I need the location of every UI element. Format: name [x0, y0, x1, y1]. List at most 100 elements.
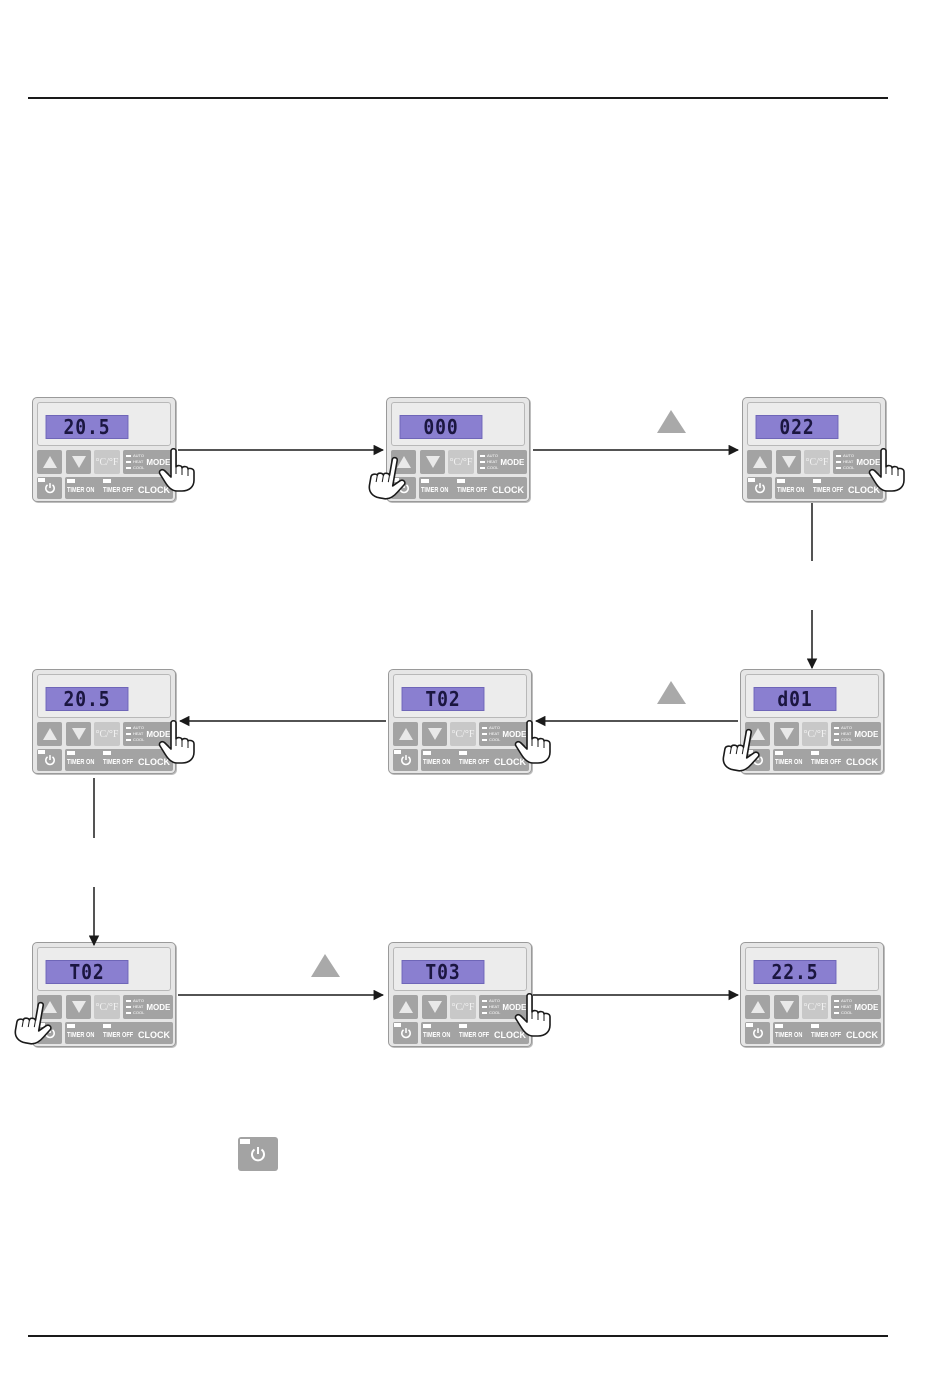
clock-button[interactable]: CLOCK — [492, 485, 524, 495]
timer-off-button[interactable]: TIMER OFF — [811, 759, 842, 766]
clock-button[interactable]: CLOCK — [494, 1030, 526, 1040]
timer-off-button[interactable]: TIMER OFF — [459, 1032, 490, 1039]
up-button[interactable] — [37, 722, 62, 746]
up-button[interactable] — [393, 722, 418, 746]
unit-toggle-button[interactable]: °C/°F — [94, 450, 120, 474]
up-button[interactable] — [393, 995, 418, 1019]
mode-option: AUTO — [126, 998, 144, 1004]
down-button[interactable] — [420, 450, 445, 474]
unit-toggle-button[interactable]: °C/°F — [802, 995, 828, 1019]
pointing-hand-icon — [157, 719, 197, 765]
lcd-display: 22.5 — [753, 960, 837, 984]
down-button[interactable] — [776, 450, 801, 474]
arrow-down-icon — [71, 728, 86, 740]
clock-button[interactable]: CLOCK — [138, 757, 170, 767]
power-indicator — [746, 1023, 753, 1027]
down-button[interactable] — [774, 995, 799, 1019]
timer-on-button[interactable]: TIMER ON — [421, 487, 449, 494]
timer-off-button[interactable]: TIMER OFF — [813, 487, 844, 494]
clock-button[interactable]: CLOCK — [846, 757, 878, 767]
unit-toggle-button[interactable]: °C/°F — [94, 995, 120, 1019]
down-button[interactable] — [66, 722, 91, 746]
timer-off-button[interactable]: TIMER OFF — [103, 759, 134, 766]
mode-option: AUTO — [480, 453, 498, 459]
timer-on-button[interactable]: TIMER ON — [67, 759, 95, 766]
power-button[interactable] — [745, 1022, 770, 1044]
mode-option: AUTO — [126, 725, 144, 731]
timer-on-button[interactable]: TIMER ON — [777, 487, 805, 494]
timer-off-indicator — [103, 479, 111, 483]
down-button[interactable] — [422, 722, 447, 746]
clock-button[interactable]: CLOCK — [138, 1030, 170, 1040]
arrow-down-icon — [71, 456, 86, 468]
timer-on-button[interactable]: TIMER ON — [67, 487, 95, 494]
timer-on-indicator — [67, 751, 75, 755]
display-window: T03 — [393, 947, 527, 991]
power-button[interactable] — [747, 477, 772, 499]
timer-on-button[interactable]: TIMER ON — [423, 1032, 451, 1039]
arrow-down-icon — [427, 728, 442, 740]
timer-clock-bar: TIMER ON TIMER OFF CLOCK — [419, 477, 527, 499]
display-window: d01 — [745, 674, 879, 718]
timer-off-indicator — [457, 479, 465, 483]
mode-option: AUTO — [836, 453, 854, 459]
mode-label: MODE — [146, 457, 171, 467]
unit-toggle-button[interactable]: °C/°F — [448, 450, 474, 474]
timer-off-button[interactable]: TIMER OFF — [103, 1032, 134, 1039]
clock-button[interactable]: CLOCK — [138, 485, 170, 495]
clock-button[interactable]: CLOCK — [848, 485, 880, 495]
timer-on-button[interactable]: TIMER ON — [423, 759, 451, 766]
timer-off-indicator — [813, 479, 821, 483]
arrow-down-icon — [425, 456, 440, 468]
timer-clock-bar: TIMER ON TIMER OFF CLOCK — [421, 1022, 529, 1044]
lcd-display: 022 — [755, 415, 839, 439]
clock-button[interactable]: CLOCK — [846, 1030, 878, 1040]
down-button[interactable] — [66, 995, 91, 1019]
up-button[interactable] — [37, 450, 62, 474]
down-button[interactable] — [422, 995, 447, 1019]
timer-off-button[interactable]: TIMER OFF — [457, 487, 488, 494]
up-button[interactable] — [747, 450, 772, 474]
timer-on-button[interactable]: TIMER ON — [67, 1032, 95, 1039]
power-indicator — [746, 750, 753, 754]
power-button[interactable] — [393, 749, 418, 771]
unit-toggle-button[interactable]: °C/°F — [94, 722, 120, 746]
arrow-up-icon — [42, 728, 57, 740]
up-button[interactable] — [745, 995, 770, 1019]
mode-option: HEAT — [126, 1004, 144, 1010]
power-indicator — [240, 1139, 250, 1144]
pointing-hand-icon — [157, 447, 197, 493]
timer-off-button[interactable]: TIMER OFF — [103, 487, 134, 494]
power-icon — [400, 1028, 411, 1039]
power-button[interactable] — [37, 477, 62, 499]
power-button[interactable] — [393, 1022, 418, 1044]
timer-off-button[interactable]: TIMER OFF — [811, 1032, 842, 1039]
timer-on-button[interactable]: TIMER ON — [775, 1032, 803, 1039]
arrow-up-icon — [750, 728, 765, 740]
down-button[interactable] — [66, 450, 91, 474]
down-button[interactable] — [774, 722, 799, 746]
arrow-up-icon — [42, 1001, 57, 1013]
power-indicator — [394, 750, 401, 754]
unit-toggle-button[interactable]: °C/°F — [802, 722, 828, 746]
power-indicator — [38, 1023, 45, 1027]
unit-toggle-button[interactable]: °C/°F — [450, 722, 476, 746]
unit-toggle-button[interactable]: °C/°F — [450, 995, 476, 1019]
timer-off-button[interactable]: TIMER OFF — [459, 759, 490, 766]
clock-button[interactable]: CLOCK — [494, 757, 526, 767]
arrow-up-icon — [750, 1001, 765, 1013]
unit-toggle-button[interactable]: °C/°F — [804, 450, 830, 474]
timer-on-indicator — [777, 479, 785, 483]
power-button[interactable] — [37, 749, 62, 771]
timer-on-button[interactable]: TIMER ON — [775, 759, 803, 766]
